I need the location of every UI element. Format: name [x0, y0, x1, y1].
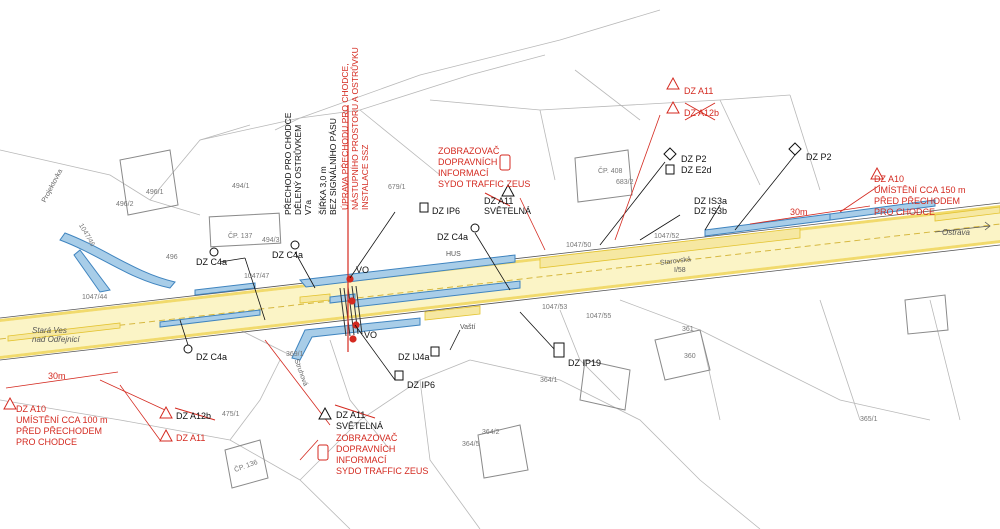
a10-right-line-2: UMÍSTĚNÍ CCA 150 m: [874, 185, 966, 195]
sign-label-p2-1: DZ P2: [681, 154, 707, 164]
sign-label-c4a-4: DZ C4a: [437, 232, 469, 242]
parcel: 364/1: [540, 377, 558, 384]
sign-label-c4a-2: DZ C4a: [272, 250, 304, 260]
parcel: 361: [682, 326, 694, 333]
zeus-bottom-line-2: DOPRAVNÍCH: [336, 444, 396, 454]
dimension-left: 30m: [48, 371, 66, 381]
direction-arrow-ostrava: [934, 221, 991, 233]
parcel: 1047/55: [586, 313, 612, 320]
place-ostrava: Ostrava: [942, 228, 971, 237]
sign-label-ip19: DZ IP19: [568, 358, 602, 368]
a10-left-line-1: DZ A10: [16, 404, 47, 414]
vert-crossing-line-1: PŘECHOD PRO CHODCE: [283, 112, 293, 215]
parcel: 496/2: [116, 201, 134, 208]
vert-crossing-line-2: DĚLENÝ OSTRŮVKEM: [293, 124, 303, 215]
sign-label-a12b-bottom: DZ A12b: [176, 411, 212, 421]
sign-label-a11-light-bottom-1: DZ A11: [336, 410, 366, 420]
parcel: 360: [684, 353, 696, 360]
parcel: 1047/47: [244, 273, 270, 280]
sign-label-a12b-top: DZ A12b: [684, 108, 720, 118]
building-cp408: ČP. 408: [598, 168, 623, 175]
parcel: 365/1: [860, 416, 878, 423]
parcel: 679/1: [388, 184, 406, 191]
sign-symbols: [183, 142, 802, 420]
a10-left-line-3: PŘED PŘECHODEM: [16, 426, 103, 436]
a10-left-line-2: UMÍSTĚNÍ CCA 100 m: [16, 415, 108, 425]
a10-right-line-1: DZ A10: [874, 174, 905, 184]
sign-label-e2d: DZ E2d: [681, 165, 712, 175]
stop-hus: HUS: [446, 251, 461, 258]
a10-right-line-4: PRO CHODCE: [874, 207, 936, 217]
parcel: 494/1: [232, 183, 250, 190]
parcel: 364/2: [482, 429, 500, 436]
a10-note-right: DZ A10 UMÍSTĚNÍ CCA 150 m PŘED PŘECHODEM…: [874, 174, 966, 218]
stop-vasti: Vaští: [460, 324, 476, 331]
zeus-note-top: ZOBRAZOVAČ DOPRAVNÍCH INFORMACÍ SYDO TRA…: [438, 146, 530, 190]
buildings: [119, 149, 949, 489]
parcel: 496: [166, 254, 178, 261]
sign-label-a11-bottom: DZ A11: [176, 433, 206, 443]
sign-label-p2-2: DZ P2: [806, 152, 832, 162]
a10-left-line-4: PRO CHODCE: [16, 437, 78, 447]
road-number: I/58: [674, 267, 686, 274]
sign-label-a11-light-top-2: SVĚTELNÁ: [484, 206, 532, 216]
vertical-note-red: ÚPRAVA PŘECHODU PRO CHODCE, NÁSTUPNÍHO P…: [340, 47, 370, 210]
sign-label-ij4a: DZ IJ4a: [398, 352, 430, 362]
sign-label-ip6-bottom: DZ IP6: [407, 380, 436, 390]
parcel: 475/1: [222, 411, 240, 418]
zeus-top-line-4: SYDO TRAFFIC ZEUS: [438, 179, 531, 189]
vert-red-line-1: ÚPRAVA PŘECHODU PRO CHODCE,: [340, 63, 350, 210]
building-cp137: ČP. 137: [228, 233, 253, 240]
vert-red-line-3: INSTALACE SSZ: [360, 144, 370, 211]
parcel: 494/3: [262, 237, 280, 244]
zeus-bottom-line-1: ZOBRAZOVAČ: [336, 433, 398, 443]
zeus-bottom-line-4: SYDO TRAFFIC ZEUS: [336, 466, 429, 476]
vert-width-line-2: BEZ SIGNÁLNÍHO PÁSU: [328, 118, 338, 215]
place-stara-ves: Stará Ves: [32, 326, 67, 335]
zeus-top-line-3: INFORMACÍ: [438, 168, 489, 178]
sign-label-vo-top: VO: [356, 265, 370, 275]
sign-label-vo-bottom: VO: [364, 330, 378, 340]
vert-crossing-line-3: V7a: [303, 199, 313, 215]
hatched-zones: [7, 206, 1000, 342]
red-sign-symbols: [3, 76, 884, 461]
sign-label-a11-light-top-1: DZ A11: [484, 196, 514, 206]
parcel: 1047/53: [542, 304, 568, 311]
sign-label-c4a-1: DZ C4a: [196, 257, 228, 267]
a10-right-line-3: PŘED PŘECHODEM: [874, 196, 961, 206]
curbs: [59, 199, 936, 361]
a10-note-left: DZ A10 UMÍSTĚNÍ CCA 100 m PŘED PŘECHODEM…: [16, 404, 108, 448]
zeus-bottom-line-3: INFORMACÍ: [336, 455, 387, 465]
parcel: 1047/44: [82, 294, 108, 301]
zeus-top-line-1: ZOBRAZOVAČ: [438, 146, 500, 156]
sign-label-is3b: DZ IS3b: [694, 206, 728, 216]
sign-label-c4a-3: DZ C4a: [196, 352, 228, 362]
vertical-note-width: ŠÍŘKA 3,0 m BEZ SIGNÁLNÍHO PÁSU: [318, 118, 338, 215]
parcel: 496/1: [146, 189, 164, 196]
vertical-note-crossing: PŘECHOD PRO CHODCE DĚLENÝ OSTRŮVKEM V7a: [283, 113, 313, 215]
crossing-red: [346, 105, 360, 352]
zeus-top-line-2: DOPRAVNÍCH: [438, 157, 498, 167]
parcel: 683/2: [616, 179, 634, 186]
dimension-right: 30m: [790, 207, 808, 217]
parcel: 364/5: [462, 441, 480, 448]
vert-width-line-1: ŠÍŘKA 3,0 m: [318, 166, 328, 215]
sign-label-is3a: DZ IS3a: [694, 196, 728, 206]
leader-lines-black: [179, 154, 796, 381]
parcel: 1047/52: [654, 233, 680, 240]
sign-label-ip6-top: DZ IP6: [432, 206, 461, 216]
parcel: 369/1: [286, 351, 304, 358]
leader-lines-red: [5, 114, 881, 461]
property-lines: [0, 9, 961, 529]
parcel: 1047/50: [566, 242, 592, 249]
zeus-note-bottom: ZOBRAZOVAČ DOPRAVNÍCH INFORMACÍ SYDO TRA…: [336, 433, 428, 477]
sign-label-a11-top: DZ A11: [684, 86, 714, 96]
sign-label-a11-light-bottom-2: SVĚTELNÁ: [336, 421, 384, 431]
vert-red-line-2: NÁSTUPNÍHO PROSTORU A OSTRŮVKU: [350, 47, 360, 210]
place-nad-odrejnici: nad Odřejnicí: [32, 335, 80, 344]
